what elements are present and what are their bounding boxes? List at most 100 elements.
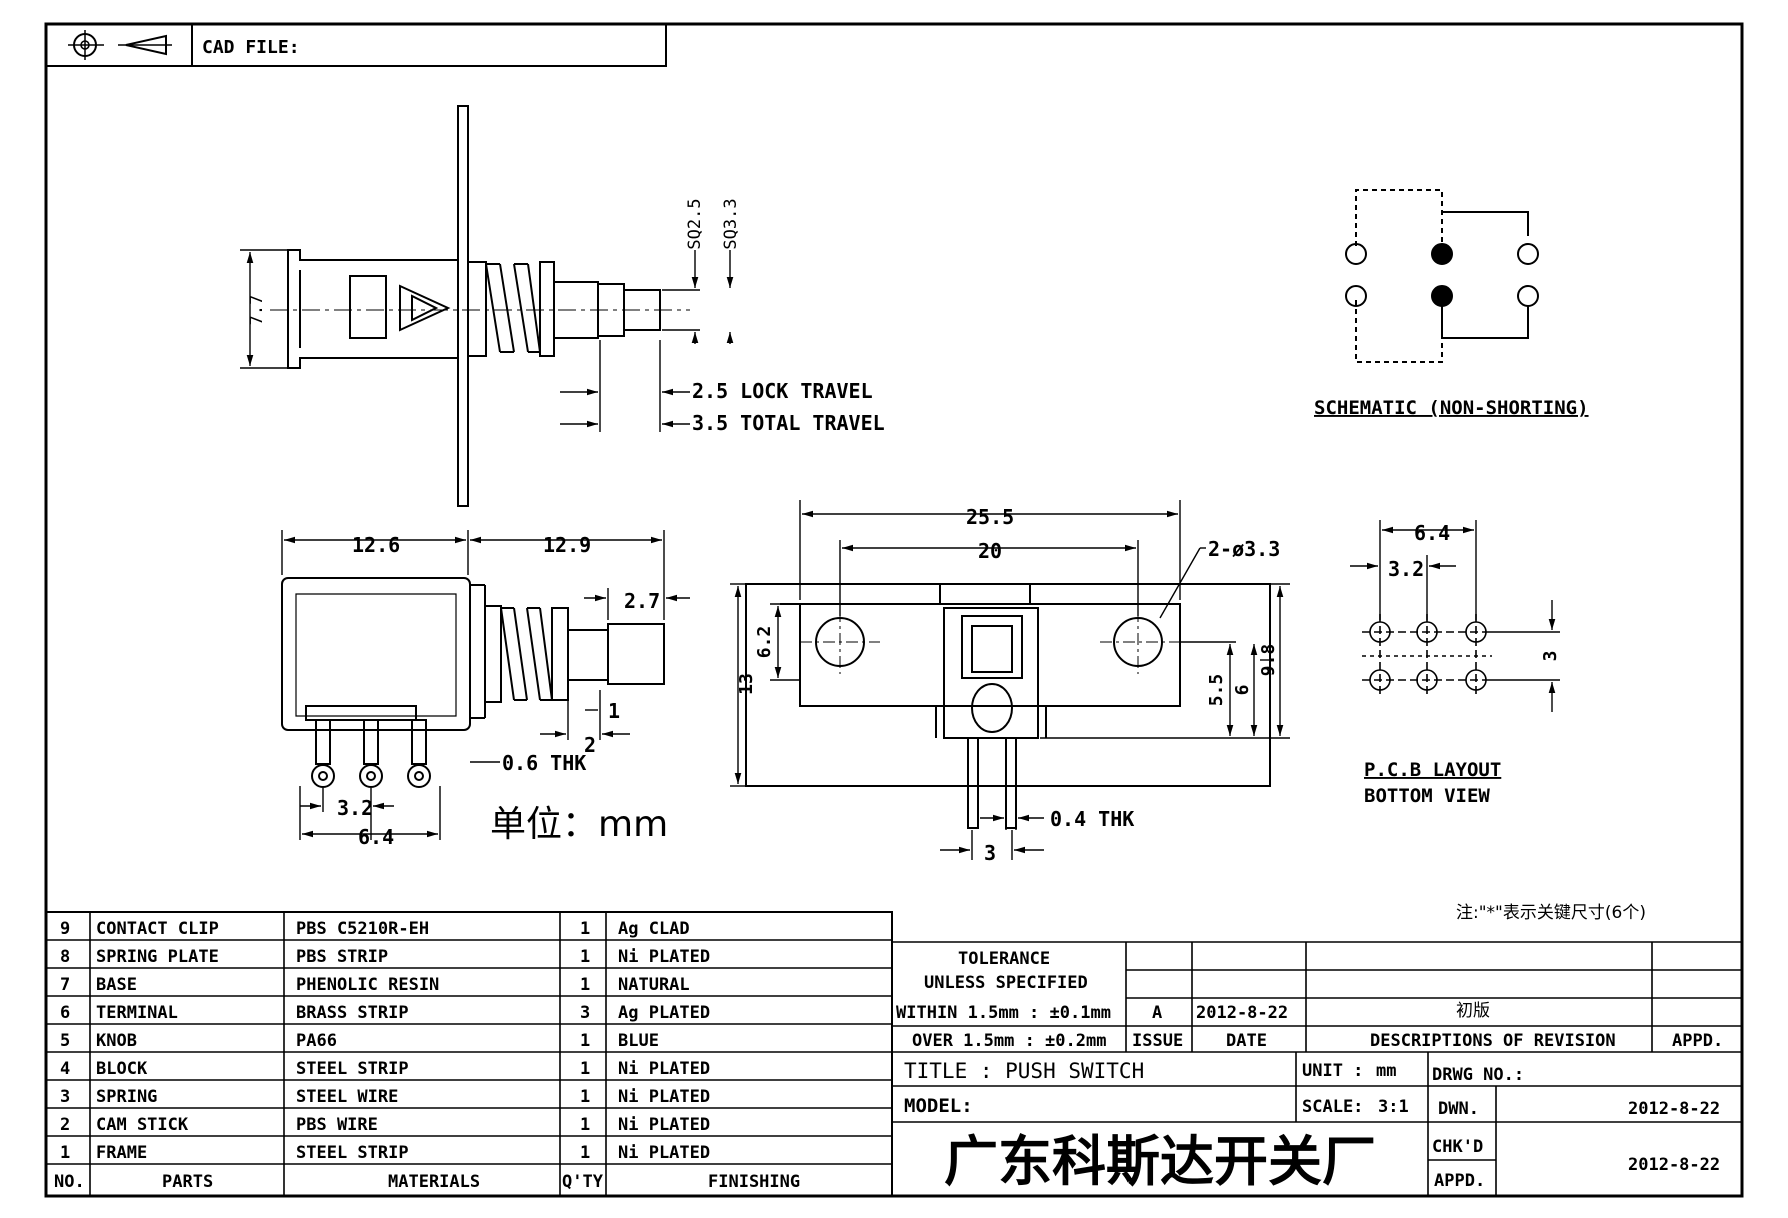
parts-cell-part: TERMINAL (96, 1003, 178, 1023)
pcb-dim-3: 3 (1540, 651, 1561, 662)
scale-label: SCALE: (1302, 1097, 1363, 1117)
dim-12-9: 12.9 (543, 533, 591, 557)
parts-cell-qty: 1 (580, 975, 590, 995)
parts-cell-part: CAM STICK (96, 1115, 189, 1135)
col-qty: Q'TY (562, 1172, 604, 1192)
tolerance-within: WITHIN 1.5mm : ±0.1mm (896, 1003, 1111, 1023)
issue-label: ISSUE (1132, 1031, 1183, 1051)
parts-cell-no: 4 (60, 1059, 70, 1079)
chkd-label: CHK'D (1432, 1137, 1483, 1157)
parts-cell-finishing: Ag CLAD (618, 919, 690, 939)
dim-0-4-thk: 0.4 THK (1050, 807, 1134, 831)
sheet-border (44, 22, 1744, 1198)
parts-cell-no: 6 (60, 1003, 70, 1023)
parts-cell-finishing: Ni PLATED (618, 1115, 710, 1135)
parts-cell-qty: 1 (580, 947, 590, 967)
parts-cell-finishing: NATURAL (618, 975, 690, 995)
company-name: 广东科斯达开关厂 (944, 1130, 1376, 1193)
pcb-layout (1362, 614, 1492, 698)
parts-cell-qty: 1 (580, 1059, 590, 1079)
tolerance-subtitle: UNLESS SPECIFIED (924, 973, 1088, 993)
dim-6: 6 (1232, 685, 1253, 696)
parts-cell-part: SPRING (96, 1087, 157, 1107)
parts-cell-qty: 1 (580, 919, 590, 939)
col-no: NO. (54, 1172, 85, 1192)
dim-5-5: 5.5 (1206, 674, 1227, 707)
parts-cell-material: STEEL STRIP (296, 1059, 409, 1079)
pcb-caption-2: BOTTOM VIEW (1364, 785, 1490, 807)
dim-0-6-thk: 0.6 THK (502, 751, 586, 775)
front-view (745, 583, 1271, 829)
dim-6-4: 6.4 (358, 825, 394, 849)
dim-lock-travel: 2.5 LOCK TRAVEL (692, 379, 873, 403)
side-view (281, 577, 665, 788)
tolerance-title: TOLERANCE (958, 949, 1050, 969)
revision-date: 2012-8-22 (1196, 1003, 1288, 1023)
tolerance-over: OVER 1.5mm : ±0.2mm (912, 1031, 1106, 1051)
parts-cell-qty: 1 (580, 1115, 590, 1135)
desc-label: DESCRIPTIONS OF REVISION (1370, 1031, 1616, 1051)
projection-symbol-icon (68, 30, 172, 60)
cad-file-label: CAD FILE: (202, 37, 300, 58)
parts-cell-material: BRASS STRIP (296, 1003, 409, 1023)
parts-cell-material: PA66 (296, 1031, 337, 1051)
dim-hole: 2-ø3.3 (1208, 537, 1280, 561)
dim-total-travel: 3.5 TOTAL TRAVEL (692, 411, 885, 435)
title-block-grid (892, 1052, 1742, 1196)
model-label: MODEL: (904, 1095, 973, 1117)
parts-cell-material: PHENOLIC RESIN (296, 975, 439, 995)
parts-cell-finishing: Ni PLATED (618, 1087, 710, 1107)
dim-3: 3 (984, 841, 996, 865)
unit-label: UNIT : (1302, 1061, 1363, 1081)
parts-header-row: NO. PARTS MATERIALS Q'TY FINISHING (54, 1172, 800, 1192)
side-view-dims (281, 530, 690, 840)
parts-cell-no: 2 (60, 1115, 70, 1135)
dim-2: 2 (584, 733, 596, 757)
parts-cell-part: CONTACT CLIP (96, 919, 219, 939)
front-view-dims (730, 500, 1290, 860)
dwn-label: DWN. (1438, 1099, 1479, 1119)
dwn-date: 2012-8-22 (1628, 1099, 1720, 1119)
parts-cell-no: 1 (60, 1143, 70, 1163)
parts-cell-finishing: Ag PLATED (618, 1003, 710, 1023)
parts-cell-qty: 1 (580, 1031, 590, 1051)
dim-1: 1 (608, 699, 620, 723)
pcb-caption-1: P.C.B LAYOUT (1364, 759, 1501, 781)
dim-sq2-5: SQ2.5 (685, 198, 705, 249)
top-view-dims (240, 249, 734, 432)
dim-12-6: 12.6 (352, 533, 400, 557)
parts-cell-no: 5 (60, 1031, 70, 1051)
title-text: TITLE : PUSH SWITCH (904, 1059, 1144, 1083)
parts-table-grid (45, 911, 893, 1197)
dim-13: 13 (736, 673, 757, 695)
revision-issue: A (1152, 1003, 1162, 1023)
dim-25-5: 25.5 (966, 505, 1014, 529)
parts-cell-material: PBS WIRE (296, 1115, 378, 1135)
pcb-dims (1350, 520, 1560, 712)
col-parts: PARTS (162, 1172, 213, 1192)
parts-cell-material: STEEL STRIP (296, 1143, 409, 1163)
date-label: DATE (1226, 1031, 1267, 1051)
pcb-dim-6-4: 6.4 (1414, 521, 1450, 545)
parts-cell-no: 9 (60, 919, 70, 939)
scale-value: 3:1 (1378, 1097, 1409, 1117)
dim-sq3-3: SQ3.3 (721, 198, 741, 249)
parts-cell-no: 3 (60, 1087, 70, 1107)
dim-3-2: 3.2 (337, 796, 373, 820)
parts-cell-part: KNOB (96, 1031, 137, 1051)
parts-cell-material: STEEL WIRE (296, 1087, 398, 1107)
revision-description: 初版 (1456, 1001, 1490, 1021)
unit-value: mm (1376, 1061, 1396, 1081)
parts-cell-finishing: Ni PLATED (618, 1059, 710, 1079)
dim-7-7: 7.7 (247, 295, 267, 326)
chk-date: 2012-8-22 (1628, 1155, 1720, 1175)
schematic (1345, 189, 1539, 363)
parts-cell-qty: 1 (580, 1087, 590, 1107)
dim-9-8: 9.8 (1258, 644, 1279, 677)
parts-cell-finishing: BLUE (618, 1031, 659, 1051)
parts-cell-finishing: Ni PLATED (618, 1143, 710, 1163)
dim-2-7: 2.7 (624, 589, 660, 613)
parts-cell-qty: 1 (580, 1143, 590, 1163)
